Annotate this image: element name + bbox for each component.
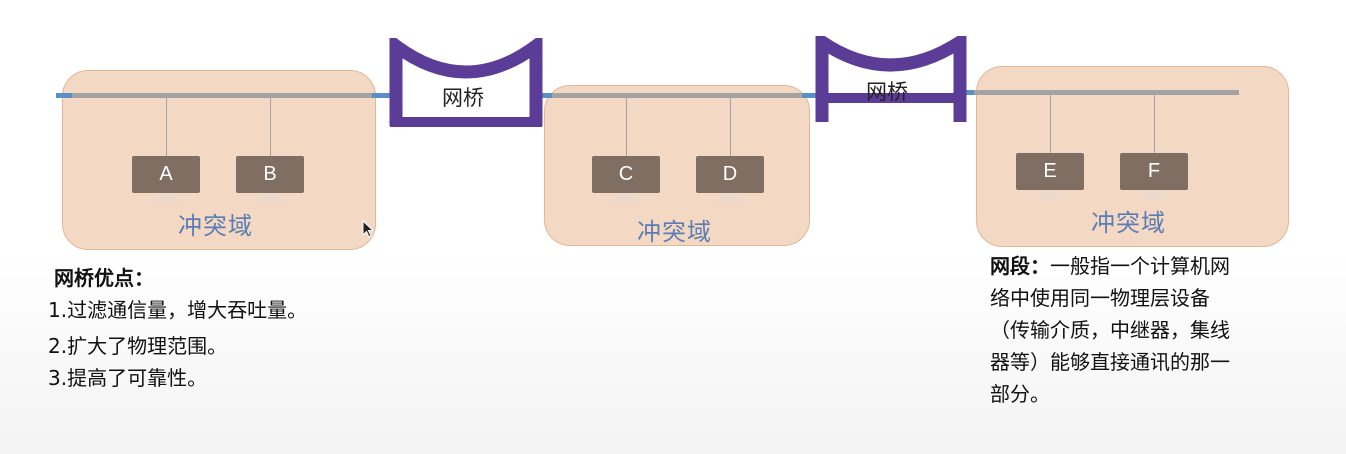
collision-domain-2 — [544, 85, 810, 246]
drop-a — [166, 98, 167, 156]
computer-c-label: C — [592, 156, 660, 193]
bridge-1-label: 网桥 — [442, 86, 484, 110]
advantages-title: 网桥优点： — [54, 266, 154, 290]
computer-a-icon: A — [132, 156, 200, 206]
bus-line-link-1 — [372, 93, 394, 98]
bus-line-2 — [552, 93, 802, 98]
bus-line-link-4 — [960, 90, 974, 95]
bus-line-link-2 — [538, 93, 552, 98]
drop-b — [270, 98, 271, 156]
segment-line-3: （传输介质，中继器，集线 — [990, 318, 1230, 342]
computer-f-label: F — [1120, 153, 1188, 190]
advantage-item-3: 3.提高了可靠性。 — [48, 366, 208, 390]
segment-line-4: 器等）能够直接通讯的那一 — [990, 350, 1230, 374]
computer-d-label: D — [696, 156, 764, 193]
computer-f-icon: F — [1120, 153, 1188, 203]
segment-line-1: 一般指一个计算机网 — [1050, 254, 1230, 278]
segment-line-2: 络中使用同一物理层设备 — [990, 286, 1210, 310]
bridge-1-icon — [389, 38, 543, 127]
computer-b-label: B — [236, 156, 304, 193]
mouse-pointer-icon — [362, 220, 375, 238]
computer-a-label: A — [132, 156, 200, 193]
computer-d-icon: D — [696, 156, 764, 206]
computer-c-icon: C — [592, 156, 660, 206]
segment-line-5: 部分。 — [990, 382, 1050, 406]
bus-line-1 — [72, 93, 372, 98]
bus-line-3 — [974, 90, 1239, 95]
advantage-item-2: 2.扩大了物理范围。 — [48, 334, 228, 358]
drop-f — [1154, 95, 1155, 153]
advantage-item-1: 1.过滤通信量，增大吞吐量。 — [48, 298, 308, 322]
segment-term: 网段： — [990, 254, 1050, 278]
bridge-advantages: 网桥优点： 1.过滤通信量，增大吞吐量。 2.扩大了物理范围。 3.提高了可靠性… — [48, 262, 428, 394]
drop-e — [1050, 95, 1051, 153]
drop-d — [730, 98, 731, 156]
computer-e-label: E — [1016, 153, 1084, 190]
bus-line-left-end — [56, 93, 72, 98]
bus-line-link-3 — [802, 93, 820, 98]
collision-domain-1 — [62, 70, 376, 250]
collision-domain-2-label: 冲突域 — [637, 218, 712, 246]
computer-b-icon: B — [236, 156, 304, 206]
computer-e-icon: E — [1016, 153, 1084, 203]
bridge-2-icon — [815, 36, 967, 122]
bridge-2-label: 网桥 — [866, 80, 908, 104]
collision-domain-1-label: 冲突域 — [178, 212, 253, 240]
drop-c — [626, 98, 627, 156]
collision-domain-3-label: 冲突域 — [1091, 209, 1166, 237]
segment-definition: 网段：一般指一个计算机网 络中使用同一物理层设备 （传输介质，中继器，集线 器等… — [990, 250, 1330, 410]
